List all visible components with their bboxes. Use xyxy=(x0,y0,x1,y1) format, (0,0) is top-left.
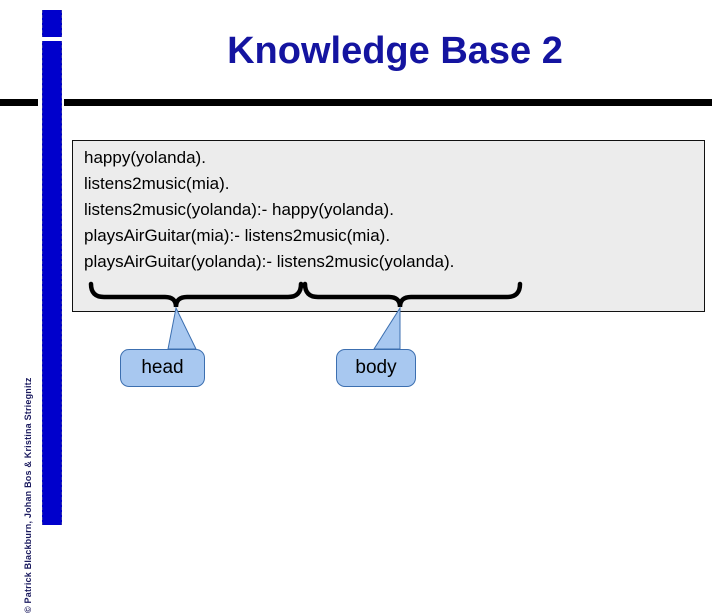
list-item: listens2music(mia). xyxy=(84,174,230,193)
copyright-credit: © Patrick Blackburn, Johan Bos & Kristin… xyxy=(23,377,33,613)
list-item: happy(yolanda). xyxy=(84,148,206,167)
knowledge-base-panel: happy(yolanda). listens2music(mia). list… xyxy=(72,140,705,312)
knowledge-base-clause-list: happy(yolanda). listens2music(mia). list… xyxy=(84,145,454,275)
slide-canvas: © Patrick Blackburn, Johan Bos & Kristin… xyxy=(0,10,712,613)
list-item: listens2music(yolanda):- happy(yolanda). xyxy=(84,200,394,219)
list-item: playsAirGuitar(mia):- listens2music(mia)… xyxy=(84,226,391,245)
body-callout-label: body xyxy=(336,349,416,387)
page-title: Knowledge Base 2 xyxy=(227,30,563,72)
head-callout-label: head xyxy=(120,349,205,387)
title-rule-right xyxy=(64,99,712,106)
title-rule-left xyxy=(0,99,38,106)
left-accent-bar xyxy=(42,10,62,525)
left-accent-bar-gap xyxy=(42,37,62,41)
head-callout-tail-icon xyxy=(167,306,197,350)
body-callout-tail-icon xyxy=(373,306,401,350)
list-item: playsAirGuitar(yolanda):- listens2music(… xyxy=(84,252,455,271)
